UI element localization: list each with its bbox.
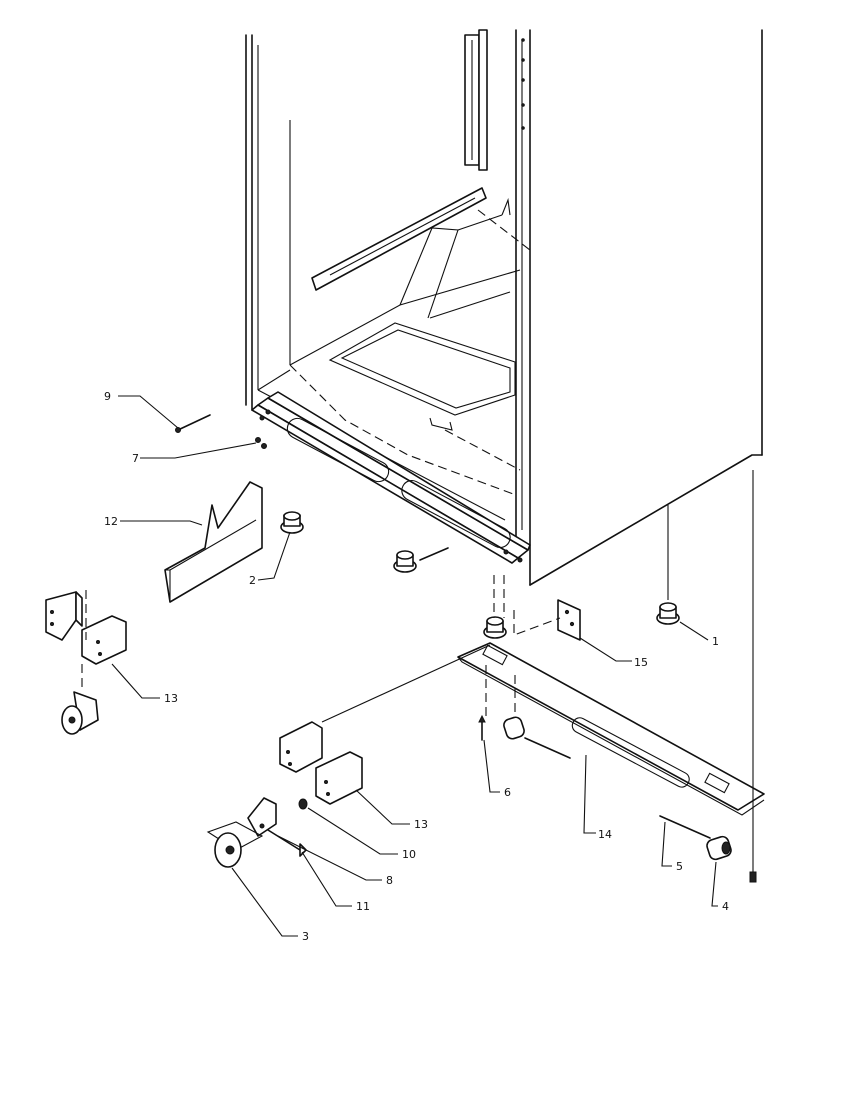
callout-9: 9 [104, 390, 111, 403]
rear-roller-upper [503, 716, 571, 759]
callout-labels: 9 7 12 2 1 15 13 13 10 8 11 3 14 6 5 4 [104, 390, 729, 943]
screws-7 [255, 437, 267, 449]
caster-bracket-left-13 [45, 590, 127, 690]
callout-7: 7 [132, 452, 139, 465]
caster-wheel-left [61, 691, 99, 735]
bracket-15 [493, 575, 581, 641]
caster-wheel-3 [206, 821, 264, 868]
callout-12: 12 [104, 515, 118, 528]
leveler-center [393, 547, 449, 573]
caster-bracket-front-13 [279, 644, 491, 805]
kick-panel-12 [164, 481, 263, 603]
callout-10: 10 [402, 848, 416, 861]
leader-lines [111, 395, 718, 937]
callout-13-front: 13 [414, 818, 428, 831]
callout-11: 11 [356, 900, 370, 913]
leveler-front-right [483, 616, 507, 639]
leveler-2 [280, 511, 304, 534]
callout-14: 14 [598, 828, 612, 841]
long-screw [749, 470, 757, 883]
roller-4 [706, 835, 732, 861]
screw-9 [175, 414, 211, 433]
axle-11 [267, 829, 307, 857]
nut-10 [298, 798, 308, 810]
callout-6: 6 [504, 786, 511, 799]
cabinet-body [245, 29, 763, 586]
callout-8: 8 [386, 874, 393, 887]
rear-rail-14 [457, 642, 765, 816]
leveler-1 [656, 505, 680, 625]
screw-6 [478, 714, 486, 741]
callout-15: 15 [634, 656, 648, 669]
callout-1: 1 [712, 635, 719, 648]
base-front-rail [251, 391, 531, 564]
callout-3: 3 [302, 930, 309, 943]
callout-5: 5 [676, 860, 683, 873]
axle-5 [659, 815, 711, 839]
callout-4: 4 [722, 900, 729, 913]
callout-13-left: 13 [164, 692, 178, 705]
callout-2: 2 [249, 574, 256, 587]
